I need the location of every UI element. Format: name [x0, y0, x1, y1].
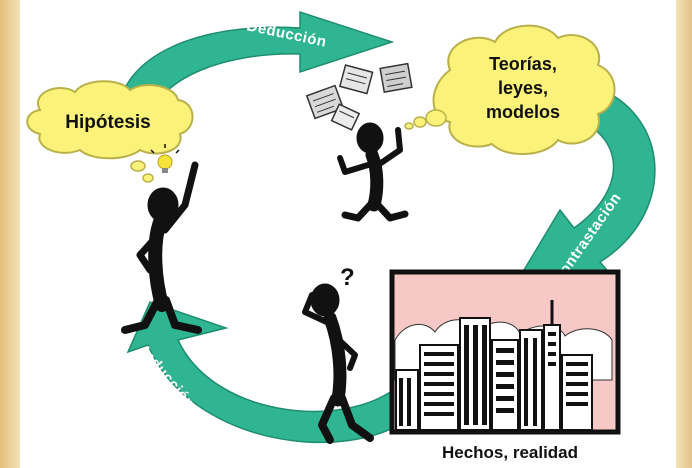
- facts-label: Hechos, realidad: [442, 443, 578, 462]
- right-decorative-border: [676, 0, 692, 468]
- city-skyline-icon: [389, 269, 621, 435]
- theories-cloud: Teorías, leyes, modelos: [404, 24, 616, 155]
- hypothesis-label: Hipótesis: [65, 112, 151, 133]
- questioning-person-figure: [302, 283, 374, 444]
- hypothesis-cloud: Hipótesis: [26, 80, 194, 183]
- thinking-person-figure: [337, 122, 409, 222]
- question-mark: ?: [340, 264, 355, 291]
- flying-papers-icon: [305, 62, 413, 131]
- theories-line-1: Teorías,: [489, 54, 557, 74]
- hypothesis-person-figure: [121, 161, 202, 334]
- left-decorative-border: [0, 0, 20, 468]
- lightbulb-icon: [150, 144, 180, 173]
- theories-line-2: leyes,: [498, 78, 548, 98]
- theories-line-3: modelos: [486, 102, 560, 122]
